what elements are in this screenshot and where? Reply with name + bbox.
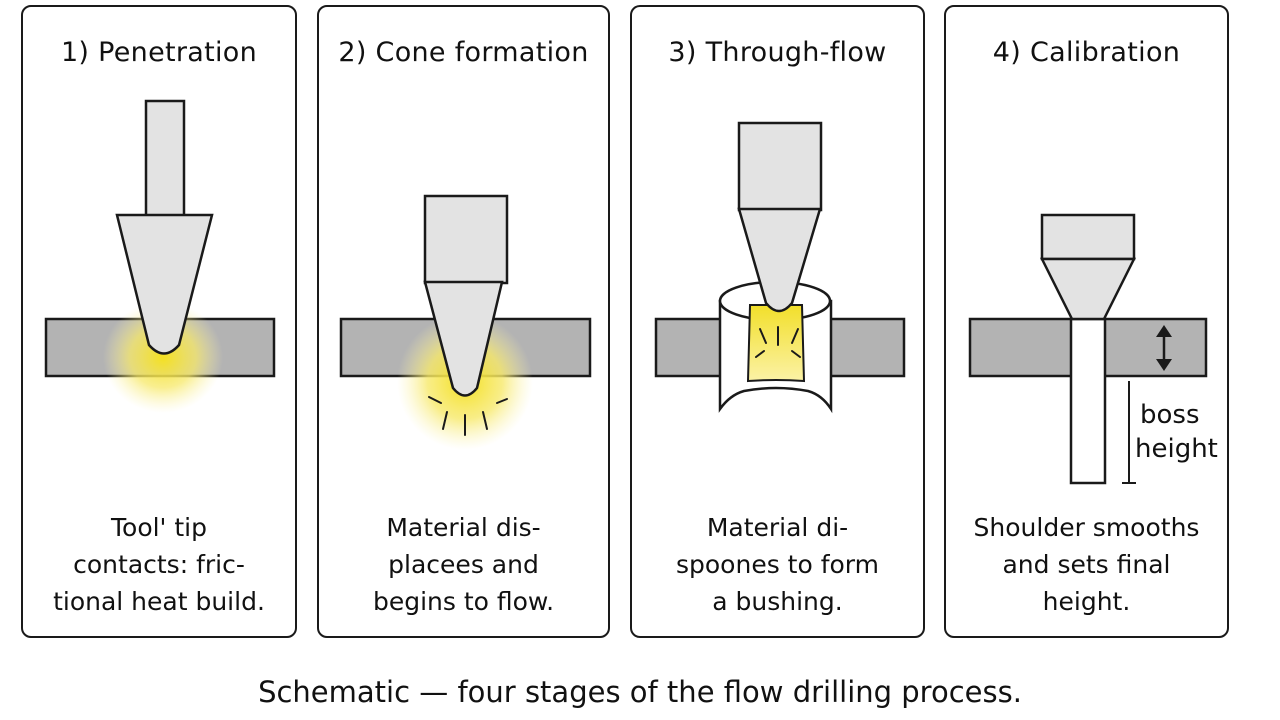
stage-title: 4) Calibration <box>992 37 1181 68</box>
stage-panel-penetration: 1) Penetration Tool' tip contacts: fric-… <box>21 5 297 638</box>
stage-description: Material dis- placees and begins to flow… <box>372 513 555 616</box>
penetration-diagram <box>44 99 276 413</box>
thickness-arrow <box>1156 325 1172 371</box>
stage-description: Shoulder smooths and sets final height. <box>973 513 1200 616</box>
tool-shank <box>144 99 186 219</box>
tool-cone <box>115 213 214 355</box>
stage-description: Tool' tip contacts: fric- tional heat bu… <box>53 513 265 616</box>
figure-caption: Schematic — four stages of the flow dril… <box>258 675 1022 709</box>
cone-formation-diagram <box>339 194 592 450</box>
heat-rays <box>428 396 508 436</box>
tool-shank <box>1040 213 1136 261</box>
heat-glow <box>103 301 223 413</box>
stage-description: Material di- spoones to form a bushing. <box>675 513 879 616</box>
boss-height-label: height <box>1135 434 1218 464</box>
through-flow-diagram <box>654 121 906 414</box>
stage-title: 2) Cone formation <box>338 37 589 68</box>
calibration-diagram: boss height <box>968 213 1218 485</box>
stage-panel-calibration: 4) Calibration boss height Shoulder smoo… <box>944 5 1229 638</box>
tool-shank <box>423 194 509 285</box>
boss-height-label: boss <box>1140 400 1200 430</box>
tool-cone <box>423 280 504 397</box>
tool-cone <box>737 207 822 313</box>
boss-height-dimension <box>1122 381 1136 484</box>
stage-title: 3) Through-flow <box>668 37 887 68</box>
molten-material <box>746 304 806 383</box>
tool-shank <box>737 121 823 212</box>
heat-rays <box>755 326 801 358</box>
stage-panel-through-flow: 3) Through-flow Material di- spoones to … <box>630 5 925 638</box>
stage-title: 1) Penetration <box>60 37 258 68</box>
stage-panel-cone-formation: 2) Cone formation Material dis- placees … <box>317 5 610 638</box>
tool-shoulder <box>1039 257 1137 321</box>
formed-hole-bushing <box>1069 317 1107 485</box>
